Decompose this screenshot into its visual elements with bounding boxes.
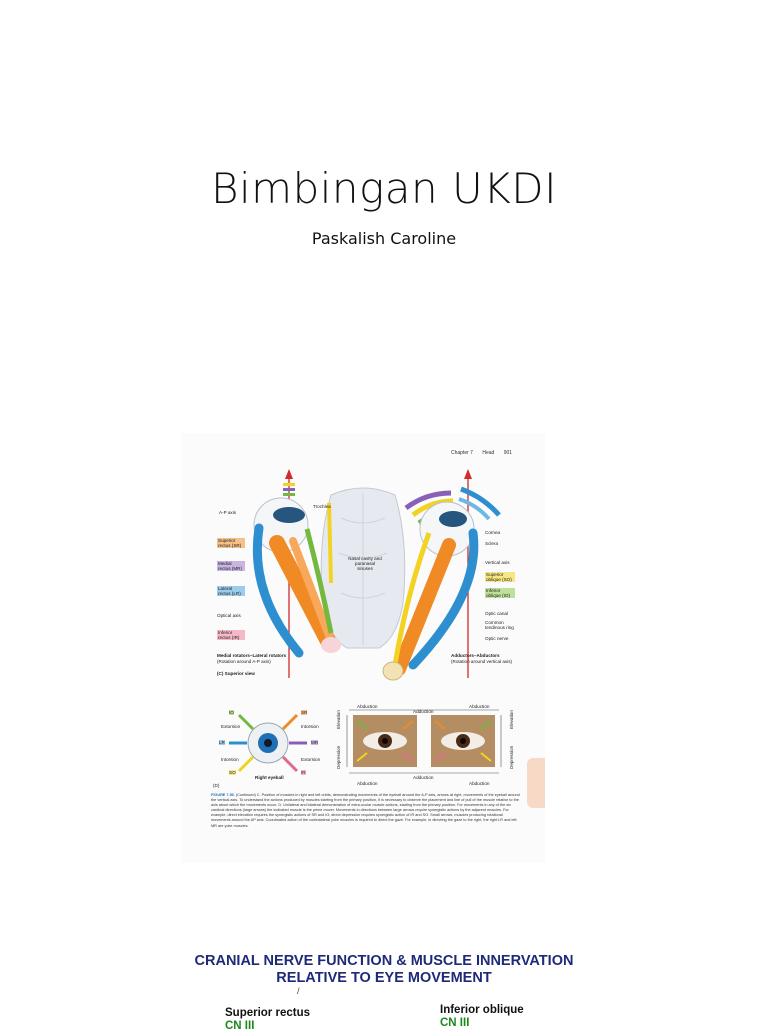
label-medial-rectus: Medial rectus (MR) (217, 561, 245, 571)
label-elevation-right: Elevation (509, 710, 514, 729)
page-tab-marker (527, 758, 545, 808)
slash-mark: / (297, 986, 300, 996)
label-lateral-rectus: Lateral rectus (LR) (217, 586, 245, 596)
slide-title: Bimbingan UKDI (0, 164, 768, 213)
superior-rectus-label: Superior rectus (225, 1007, 310, 1019)
inferior-oblique-label: Inferior oblique (440, 1004, 524, 1016)
label-adduction-top: Adduction (413, 709, 433, 714)
figure-caption-title: FIGURE 7.56. (211, 793, 235, 797)
inferior-oblique-nerve: CN III (440, 1017, 469, 1029)
slide-author: Paskalish Caroline (0, 229, 768, 248)
label-inferior-oblique: Inferior oblique (IO) (485, 588, 515, 598)
label-common-tendinous-ring: Common tendinous ring (485, 620, 515, 630)
label-sr: SR (301, 710, 307, 715)
label-so: SO (229, 770, 236, 775)
page-number: 901 (504, 450, 512, 456)
label-lr: LR (219, 740, 225, 745)
label-ap-axis: A-P axis (219, 510, 236, 515)
label-mr: MR (311, 740, 318, 745)
label-abduction-bottom-left: Abduction (357, 781, 377, 786)
label-medial-rotators: Medial rotators–Lateral rotators (217, 653, 286, 658)
label-optic-nerve: Optic nerve (485, 636, 509, 641)
eye-muscle-figure: Chapter 7 Head 901 A-P axis Superior rec… (181, 433, 545, 863)
cranial-nerve-title-line1: CRANIAL NERVE FUNCTION & MUSCLE INNERVAT… (0, 953, 768, 970)
label-panel-c: (C) Superior view (217, 671, 255, 676)
label-inferior-rectus: Inferior rectus (IR) (217, 630, 245, 640)
label-elevation-left: Elevation (336, 710, 341, 729)
label-io: IO (229, 710, 234, 715)
label-intorsion: Intorsion (301, 724, 319, 729)
section-label: Head (482, 450, 494, 456)
figure-page-header: Chapter 7 Head 901 (451, 450, 520, 456)
label-superior-rectus: Superior rectus (SR) (217, 538, 245, 548)
label-depression-left: Depression (336, 746, 341, 769)
label-optic-canal: Optic canal (485, 611, 508, 616)
label-sclera: Sclera (485, 541, 498, 546)
label-abductors: Adductors–Abductors (451, 653, 500, 658)
label-depression-right: Depression (509, 746, 514, 769)
label-panel-d: (D) (213, 783, 219, 788)
label-ir: IR (301, 770, 306, 775)
label-adduction-bottom: Adduction (413, 775, 433, 780)
cardinal-gaze-diagram (229, 715, 307, 771)
cranial-nerve-title: CRANIAL NERVE FUNCTION & MUSCLE INNERVAT… (0, 953, 768, 987)
label-vertical-axis: Vertical axis (485, 560, 510, 565)
eye-photos (347, 710, 501, 773)
chapter-label: Chapter 7 (451, 450, 473, 456)
label-nasal-cavity: Nasal cavity and paranasal sinuses (347, 556, 383, 572)
cranial-nerve-title-line2: RELATIVE TO EYE MOVEMENT (0, 970, 768, 987)
figure-caption: FIGURE 7.56. (Continued) C. Position of … (211, 793, 521, 829)
label-abduction-top-left: Abduction (357, 704, 377, 709)
label-intorsion-lower: Intorsion (221, 757, 239, 762)
label-optical-axis: Optical axis (217, 613, 241, 618)
superior-rectus-nerve: CN III (225, 1020, 254, 1032)
label-cornea: Cornea (485, 530, 500, 535)
label-right-eyeball: Right eyeball (255, 775, 284, 780)
label-abduction-top-right: Abduction (469, 704, 489, 709)
label-rotation-ap: (Rotation around A-P axis) (217, 659, 271, 664)
label-extorsion: Extorsion (221, 724, 240, 729)
label-superior-oblique: Superior oblique (SO) (485, 572, 515, 582)
label-trochlea: Trochlea (313, 504, 331, 509)
figure-caption-text: (Continued) C. Position of muscles in ri… (211, 793, 520, 828)
label-rotation-vertical: (Rotation around vertical axis) (451, 659, 512, 664)
label-abduction-bottom-right: Abduction (469, 781, 489, 786)
label-extorsion-lower: Extorsion (301, 757, 320, 762)
